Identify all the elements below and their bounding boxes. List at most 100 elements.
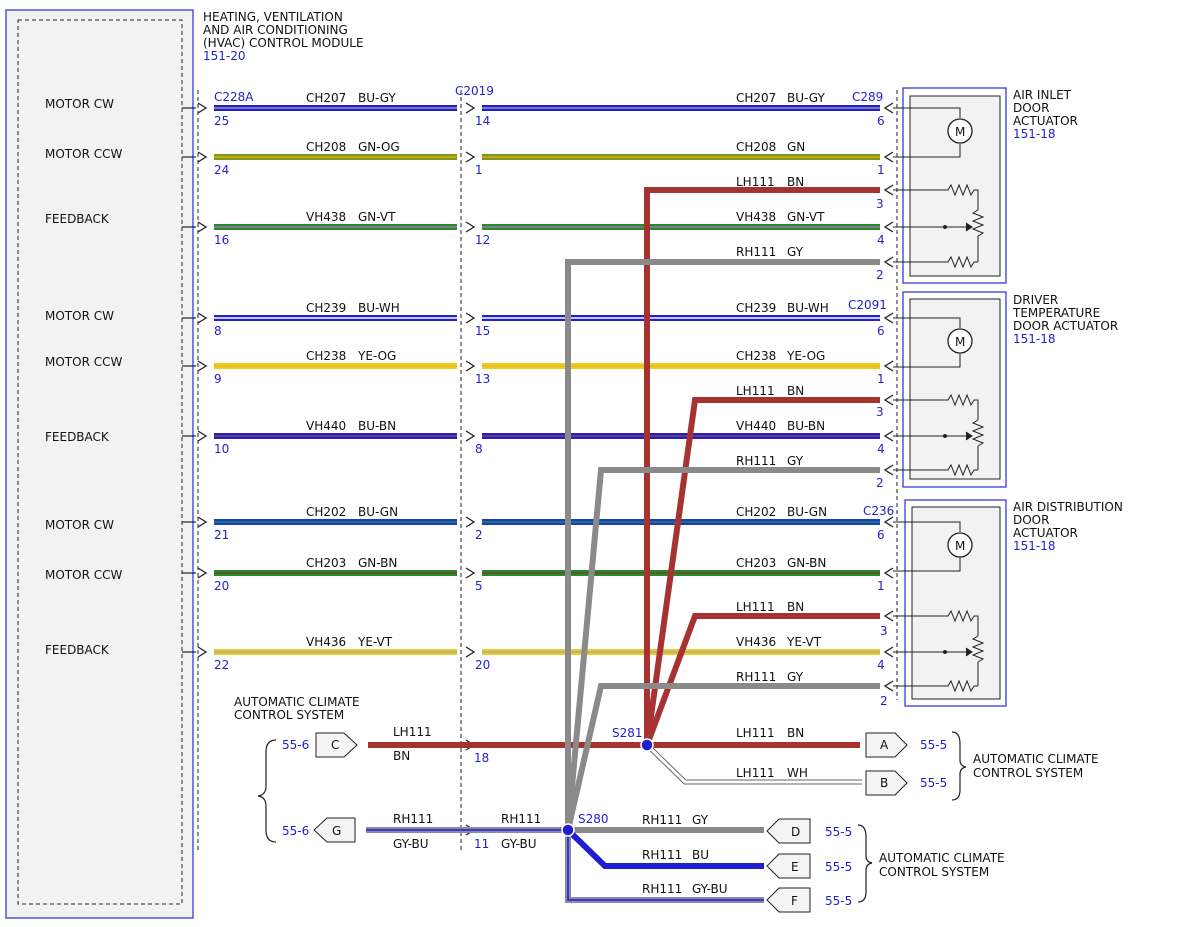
block-f	[766, 887, 811, 913]
module-pin-label: FEEDBACK	[45, 212, 110, 226]
acc-bottom-title-2: CONTROL SYSTEM	[879, 865, 989, 879]
hvac-module-outline	[5, 9, 194, 919]
wire-left-id: VH438	[306, 210, 346, 224]
actuator-circuit: M	[893, 317, 985, 477]
splice-s281	[640, 738, 654, 752]
wire-right-color: YE-VT	[786, 635, 822, 649]
connector-arrow	[883, 610, 894, 622]
motor-lead	[893, 107, 961, 118]
connector-arrow	[883, 567, 894, 579]
connector-arrow	[883, 464, 894, 476]
wire-left-id: VH436	[306, 635, 346, 649]
rh-main-color: GY-BU	[393, 837, 429, 851]
pin-number: 8	[214, 324, 222, 338]
wire-right-id: VH440	[736, 419, 776, 433]
rh-wire-1	[565, 259, 880, 830]
block-b-label: B	[880, 776, 888, 790]
wiper-arrow	[965, 431, 973, 441]
lh-main-color: BN	[393, 749, 410, 763]
block-d	[766, 818, 811, 844]
wh-wire-fill	[645, 743, 862, 784]
hvac-module: HEATING, VENTILATION AND AIR CONDITIONIN…	[5, 9, 364, 919]
wiper-arrow	[965, 222, 973, 232]
acc-left-title-1: AUTOMATIC CLIMATE	[234, 695, 360, 709]
out-f-id: RH111	[642, 882, 682, 896]
wire-right-id: CH208	[736, 140, 776, 154]
pin-number: 4	[877, 442, 885, 456]
out-wire-f-stripe	[567, 830, 764, 901]
connector-arrow	[883, 516, 894, 528]
junction-dot	[943, 650, 947, 654]
rh-gray-wires	[565, 259, 880, 831]
wire-right-color: YE-OG	[786, 349, 825, 363]
module-pin-label: MOTOR CCW	[45, 355, 122, 369]
rh-label-1: RH111	[736, 245, 776, 259]
wire-left-color: BU-WH	[358, 301, 400, 315]
resistor-bottom	[893, 255, 978, 269]
module-pin-label: FEEDBACK	[45, 643, 110, 657]
connector-label-c228a: C228A	[214, 90, 254, 104]
wire-left-color: GN-OG	[358, 140, 400, 154]
connector-arrow	[465, 430, 476, 442]
block-e-label: E	[791, 860, 799, 874]
pin-number: 13	[475, 372, 490, 386]
splice-label-s280: S280	[578, 812, 609, 826]
connector-arrow	[883, 102, 894, 114]
wire-left-id: CH207	[306, 91, 346, 105]
wire-left-id: CH208	[306, 140, 346, 154]
motor-symbol: M	[955, 125, 965, 139]
connector-arrow	[465, 221, 476, 233]
lh-pin-3: 3	[880, 624, 888, 638]
pin-number: 5	[475, 579, 483, 593]
out-a-color: BN	[787, 726, 804, 740]
connector-arrow	[883, 221, 894, 233]
block-g	[313, 817, 356, 843]
connector-arrow	[465, 646, 476, 658]
actuator-internals: M M M	[893, 107, 985, 693]
actuator-outline	[904, 499, 1007, 707]
actuator-3-title-3: ACTUATOR	[1013, 526, 1078, 540]
connector-arrow	[197, 360, 208, 372]
motor-lead	[893, 144, 961, 158]
wire-left-id: CH238	[306, 349, 346, 363]
rh-color-2: GY	[787, 454, 804, 468]
rh-wire-2	[565, 467, 880, 831]
rh-color-3: GY	[787, 670, 804, 684]
out-a-id: LH111	[736, 726, 775, 740]
connector-arrow	[465, 567, 476, 579]
ref-b: 55-5	[920, 776, 947, 790]
pin-number: 1	[877, 579, 885, 593]
pin-number: 1	[877, 372, 885, 386]
wire-left-id: VH440	[306, 419, 346, 433]
connector-arrow	[465, 516, 476, 528]
acc-bottom-title-1: AUTOMATIC CLIMATE	[879, 851, 1005, 865]
motor-symbol: M	[955, 539, 965, 553]
motor-lead	[893, 317, 961, 328]
wire-right-color: BU-GY	[787, 91, 825, 105]
actuator-3-title-2: DOOR	[1013, 513, 1049, 527]
lh-pin-2: 3	[876, 405, 884, 419]
out-b-id: LH111	[736, 766, 775, 780]
connector-arrow	[883, 312, 894, 324]
lh-color-3: BN	[787, 600, 804, 614]
connector-arrow	[883, 151, 894, 163]
rh-wire-3	[565, 683, 880, 831]
wire-left-id: CH239	[306, 301, 346, 315]
module-pin-label: MOTOR CCW	[45, 147, 122, 161]
resistor-top	[893, 183, 979, 210]
connector-arrow	[197, 646, 208, 658]
actuator-2-ref: 151-18	[1013, 332, 1056, 346]
connector-label-c289: C289	[852, 90, 883, 104]
ref-left-2: 55-6	[282, 824, 309, 838]
wire-right-id: CH238	[736, 349, 776, 363]
actuator-inner	[909, 298, 1001, 480]
resistor-vertical	[971, 635, 985, 686]
connector-arrow	[883, 680, 894, 692]
wire-right-id: VH438	[736, 210, 776, 224]
wire-left-color: BU-GN	[358, 505, 398, 519]
out-e-id: RH111	[642, 848, 682, 862]
wire-right-color: BU-GN	[787, 505, 827, 519]
lh-pin-1: 3	[876, 197, 884, 211]
